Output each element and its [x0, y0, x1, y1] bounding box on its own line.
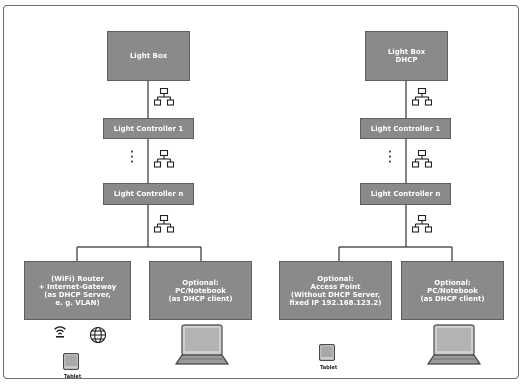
- right-access-point-box: Optional: Access Point (Without DHCP Ser…: [279, 261, 392, 320]
- left-ellipsis: ···: [130, 147, 134, 168]
- network-switch-icon: [154, 88, 174, 106]
- wifi-icon: [54, 326, 66, 338]
- left-light-box: Light Box: [107, 31, 190, 81]
- left-pc-box: Optional: PC/Notebook (as DHCP client): [149, 261, 252, 320]
- right-pc-box: Optional: PC/Notebook (as DHCP client): [401, 261, 504, 320]
- right-light-box-line-2: DHCP: [395, 56, 418, 64]
- right-access-point-line-1: Optional:: [317, 274, 354, 283]
- network-switch-icon: [412, 150, 432, 168]
- left-router-line-3: (as DHCP Server,: [44, 290, 111, 299]
- laptop-icon: [175, 324, 229, 365]
- right-light-controller-n: Light Controller n: [360, 183, 451, 205]
- left-pc-line-2: PC/Notebook: [175, 286, 226, 295]
- network-switch-icon: [154, 215, 174, 233]
- left-router-line-2: + Internet-Gateway: [38, 282, 117, 291]
- right-tablet-label: Tablet: [320, 365, 338, 371]
- right-pc-line-2: PC/Notebook: [427, 286, 478, 295]
- right-access-point-line-2: Access Point: [310, 282, 361, 291]
- left-pc-line-1: Optional:: [182, 278, 219, 287]
- left-light-controller-1: Light Controller 1: [103, 118, 194, 139]
- globe-icon: [89, 326, 107, 344]
- right-light-controller-1: Light Controller 1: [360, 118, 451, 139]
- left-light-box-line-1: Light Box: [129, 52, 168, 60]
- left-router-line-1: (WiFi) Router: [51, 274, 104, 283]
- right-ellipsis: ···: [388, 147, 392, 168]
- right-access-point-line-4: fixed IP 192.168.123.2): [289, 298, 382, 307]
- network-switch-icon: [412, 88, 432, 106]
- right-pc-line-3: (as DHCP client): [420, 294, 485, 303]
- right-access-point-line-3: (Without DHCP Server,: [290, 290, 381, 299]
- right-light-box-line-1: Light Box: [387, 48, 426, 56]
- right-light-box: Light Box DHCP: [365, 31, 448, 81]
- tablet-icon: [319, 344, 335, 361]
- left-tablet-label: Tablet: [64, 374, 82, 380]
- laptop-icon: [427, 324, 481, 365]
- left-light-controller-n: Light Controller n: [103, 183, 194, 205]
- right-light-controller-1-label: Light Controller 1: [370, 124, 441, 133]
- network-switch-icon: [154, 150, 174, 168]
- left-router-box: (WiFi) Router + Internet-Gateway (as DHC…: [24, 261, 131, 320]
- diagram-frame: [3, 5, 519, 379]
- left-light-controller-1-label: Light Controller 1: [113, 124, 184, 133]
- right-pc-line-1: Optional:: [434, 278, 471, 287]
- left-light-controller-n-label: Light Controller n: [113, 190, 184, 198]
- network-switch-icon: [412, 215, 432, 233]
- right-light-controller-n-label: Light Controller n: [370, 190, 441, 198]
- left-pc-line-3: (as DHCP client): [168, 294, 233, 303]
- tablet-icon: [63, 353, 79, 370]
- left-router-line-4: e. g. VLAN): [55, 298, 100, 307]
